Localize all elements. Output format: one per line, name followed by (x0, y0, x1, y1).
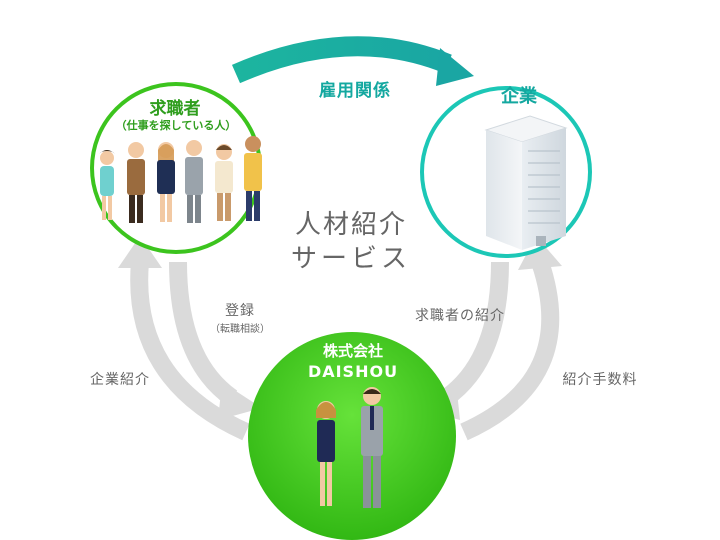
company-introduction-label: 企業紹介 (90, 372, 150, 388)
service-label-line1: 人材紹介 (294, 210, 408, 240)
agency-name-line2: DAISHOU (307, 362, 399, 381)
agency-staff-illustration (316, 387, 383, 508)
arrow-employment-head (436, 48, 474, 86)
job-seekers-illustration (99, 136, 262, 223)
arrow-registration (169, 261, 238, 406)
company-title: 企業 (501, 86, 537, 107)
building-illustration (484, 115, 568, 250)
arrow-registration-head (218, 382, 262, 420)
registration-note: （転職相談） (210, 324, 270, 335)
agency-name-line1: 株式会社 (322, 342, 384, 360)
service-label-line2: サービス (290, 244, 412, 274)
registration-label: 登録 (225, 303, 255, 319)
referral-fee-label: 紹介手数料 (562, 372, 638, 388)
seeker-introduction-label: 求職者の紹介 (415, 308, 505, 324)
seeker-title: 求職者 (149, 99, 201, 119)
agency-circle (248, 332, 456, 540)
arrow-company-introduction-head (118, 236, 162, 268)
employment-relation-label: 雇用関係 (319, 81, 391, 101)
arrow-seeker-introduction (440, 261, 509, 406)
seeker-subtitle: （仕事を探している人） (115, 119, 237, 132)
arrow-referral-fee (460, 259, 560, 441)
arrow-employment (231, 36, 452, 84)
arrow-referral-fee-head (518, 236, 562, 270)
